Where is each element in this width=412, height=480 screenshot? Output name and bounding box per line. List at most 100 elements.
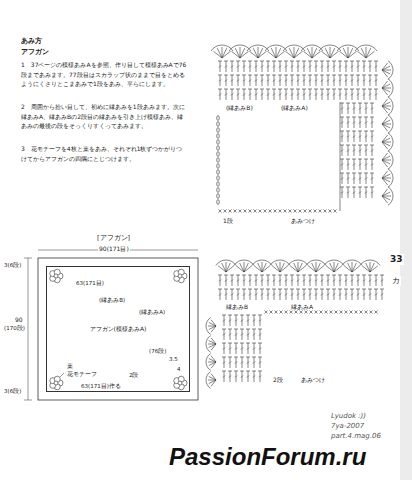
- stitch-symbol: [364, 187, 368, 188]
- stitch-symbol: [224, 357, 225, 368]
- stitch-symbol: [269, 210, 272, 213]
- stitch-symbol: [340, 75, 341, 86]
- stitch-symbol: [247, 348, 249, 350]
- stitch-symbol: [209, 326, 216, 329]
- stitch-symbol: [359, 122, 361, 124]
- stitch-symbol: [369, 80, 371, 82]
- stitch-symbol: [292, 289, 293, 300]
- stitch-symbol: [228, 357, 232, 358]
- stitch-symbol: [236, 357, 237, 368]
- stitch-symbol: [280, 289, 281, 300]
- stitch-symbol: [363, 80, 365, 82]
- stitch-symbol: [340, 103, 344, 104]
- stitch-symbol: [269, 210, 272, 213]
- stitch-symbol: [284, 75, 288, 76]
- stitch-symbol: [244, 210, 247, 213]
- dimension-label: 2段: [128, 372, 140, 379]
- stitch-symbol: [340, 289, 341, 300]
- stitch-symbol: [332, 89, 336, 90]
- stitch-symbol: [274, 275, 275, 286]
- stitch-symbol: [290, 89, 294, 90]
- stitch-symbol: [234, 210, 237, 213]
- stitch-symbol: [273, 80, 275, 82]
- stitch-symbol: [326, 289, 330, 290]
- stitch-symbol: [380, 275, 384, 276]
- stitch-symbol: [359, 136, 361, 138]
- stitch-symbol: [370, 131, 374, 132]
- stitch-symbol: [343, 48, 348, 58]
- stitch-symbol: [325, 48, 330, 58]
- stitch-symbol: [316, 289, 317, 300]
- stitch-symbol: [280, 61, 281, 72]
- stitch-symbol: [217, 170, 220, 175]
- stitch-symbol: [230, 289, 234, 290]
- stitch-symbol: [363, 280, 365, 282]
- stitch-symbol: [338, 289, 342, 290]
- stitch-symbol: [314, 289, 318, 290]
- dimension-label: 3(6段): [3, 262, 22, 269]
- stitch-symbol: [364, 145, 368, 146]
- stitch-symbol: [366, 263, 370, 272]
- stitch-symbol: [328, 289, 329, 300]
- stitch-symbol: [292, 75, 293, 86]
- stitch-symbol: [362, 275, 366, 276]
- stitch-symbol: [217, 176, 220, 181]
- dimension-tick: [24, 258, 32, 259]
- stitch-symbol: [366, 187, 367, 198]
- stitch-symbol: [362, 61, 366, 62]
- stitch-symbol: [243, 280, 245, 282]
- stitch-symbol: [280, 311, 283, 314]
- stitch-symbol: [236, 329, 237, 340]
- stitch-symbol: [278, 75, 282, 76]
- stitch-symbol: [351, 80, 353, 82]
- stitch-symbol: [222, 51, 231, 58]
- stitch-symbol: [262, 266, 270, 272]
- stitch-symbol: [280, 275, 281, 286]
- stitch-symbol: [248, 371, 249, 382]
- stitch-symbol: [309, 294, 311, 296]
- stitch-symbol: [357, 51, 366, 58]
- stitch-symbol: [346, 89, 347, 100]
- stitch-symbol: [223, 320, 225, 322]
- stitch-symbol: [322, 75, 323, 86]
- stitch-symbol: [284, 289, 288, 290]
- stitch-symbol: [354, 187, 355, 198]
- stitch-symbol: [259, 348, 261, 350]
- stitch-symbol: [249, 280, 251, 282]
- stitch-symbol: [332, 61, 336, 62]
- stitch-symbol: [304, 89, 305, 100]
- stitch-symbol: [326, 61, 330, 62]
- dimension-label: 63(171目): [75, 280, 105, 287]
- stitch-symbol: [292, 61, 293, 72]
- stitch-symbol: [254, 89, 258, 90]
- stitch-symbol: [225, 66, 227, 68]
- stitch-symbol: [360, 103, 361, 114]
- stitch-symbol: [370, 159, 374, 160]
- stitch-symbol: [260, 315, 261, 326]
- stitch-symbol: [254, 329, 255, 340]
- stitch-symbol: [258, 329, 262, 330]
- stitch-symbol: [240, 329, 244, 330]
- stitch-symbol: [382, 106, 388, 113]
- stitch-symbol: [260, 343, 261, 354]
- stitch-symbol: [254, 343, 255, 354]
- stitch-symbol: [294, 51, 303, 58]
- stitch-symbol: [272, 289, 276, 290]
- stitch-symbol: [236, 315, 237, 326]
- stitch-symbol: [217, 122, 220, 127]
- stitch-symbol: [236, 343, 237, 354]
- stitch-symbol: [326, 275, 330, 276]
- stitch-symbol: [232, 89, 233, 100]
- stitch-symbol: [342, 173, 343, 184]
- stitch-symbol: [242, 357, 243, 368]
- stitch-symbol: [224, 61, 228, 62]
- stitch-symbol: [330, 48, 335, 58]
- stitch-symbol: [370, 89, 371, 100]
- stitch-symbol: [260, 75, 264, 76]
- stitch-symbol: [305, 311, 308, 314]
- stitch-symbol: [333, 80, 335, 82]
- stitch-symbol: [315, 311, 318, 314]
- petal: [54, 274, 58, 278]
- stitch-symbol: [370, 117, 374, 118]
- stitch-symbol: [297, 94, 299, 96]
